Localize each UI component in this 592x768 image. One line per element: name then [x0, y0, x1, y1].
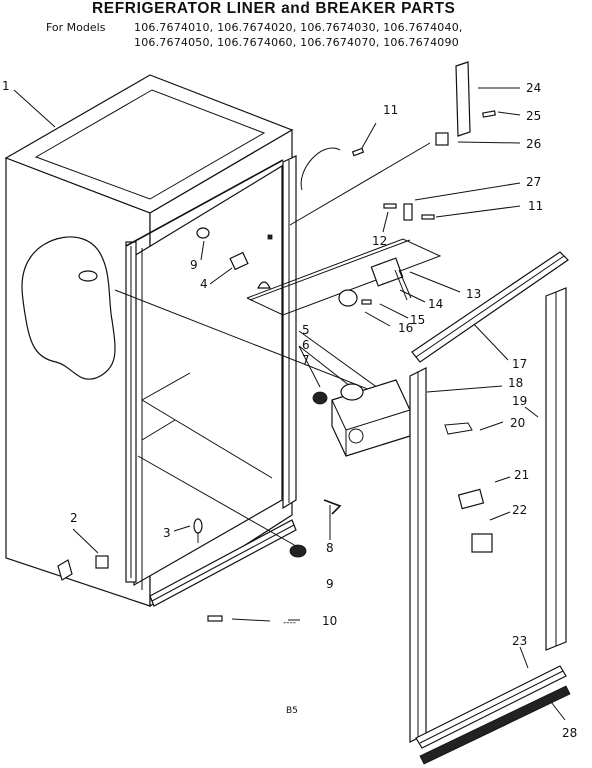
screw-25: [482, 110, 496, 118]
callout-3: 3: [163, 526, 171, 540]
models-label: For Models: [46, 21, 106, 34]
cabinet-foot: [57, 559, 73, 581]
screw-11: [421, 214, 435, 220]
models-list-line-1: 106.7674010, 106.7674020, 106.7674030, 1…: [134, 21, 463, 34]
callout-12: 12: [372, 234, 387, 248]
callout-5: 5: [302, 323, 310, 337]
callout-23: 23: [512, 634, 527, 648]
diagram-title: REFRIGERATOR LINER and BREAKER PARTS: [92, 0, 456, 17]
callout-6: 6: [302, 338, 310, 352]
cabinet-top-inner: [34, 89, 266, 200]
callout-11-side: 11: [528, 199, 543, 213]
callout-2: 2: [70, 511, 78, 525]
callout-21: 21: [514, 468, 529, 482]
switch-4: [229, 251, 249, 271]
callout-27: 27: [526, 175, 541, 189]
callout-20: 20: [510, 416, 525, 430]
breaker-strips: [409, 251, 571, 765]
callout-16: 16: [398, 321, 413, 335]
callout-15: 15: [410, 313, 425, 327]
callout-8: 8: [326, 541, 334, 555]
screw-12: [383, 203, 397, 209]
callout-19: 19: [512, 394, 527, 408]
callout-labels: 1 2 3 4 5 6 7 8 9 9 10 11 11 12 13 14 15…: [2, 79, 577, 740]
screw-10: [207, 615, 223, 622]
callout-22: 22: [512, 503, 527, 517]
wire-harness: [300, 147, 341, 191]
callout-10: 10: [322, 614, 337, 628]
models-list-line-2: 106.7674050, 106.7674060, 106.7674070, 1…: [134, 36, 459, 49]
clip-26: [435, 132, 449, 146]
callout-17: 17: [512, 357, 527, 371]
callout-4: 4: [200, 277, 208, 291]
part-22: [471, 533, 493, 553]
knob-9-bottom: [289, 544, 307, 558]
bottom-trim-28: [419, 685, 571, 765]
callout-24: 24: [526, 81, 541, 95]
callout-7: 7: [302, 353, 310, 367]
callout-25: 25: [526, 109, 541, 123]
screw-11-top: [351, 147, 365, 157]
small-parts: [95, 61, 496, 622]
dash-mark: ----: [283, 618, 296, 628]
callout-14: 14: [428, 297, 443, 311]
screw-15: [361, 299, 372, 305]
callout-18: 18: [508, 376, 523, 390]
bulb-6: [340, 383, 364, 401]
part-2: [95, 555, 109, 569]
bracket-27: [403, 203, 413, 221]
knob-9-top: [196, 227, 210, 239]
knob-16: [338, 289, 358, 307]
callout-11-top: 11: [383, 103, 398, 117]
callout-9-top: 9: [190, 258, 198, 272]
callout-26: 26: [526, 137, 541, 151]
clip-20: [444, 422, 473, 435]
callout-28: 28: [562, 726, 577, 740]
thermostat-14: [370, 257, 404, 287]
bracket-24: [455, 61, 471, 137]
leader-lines: [13, 87, 566, 721]
part-21: [457, 488, 485, 510]
part-3: [193, 518, 203, 534]
page-code: B5: [286, 706, 298, 716]
callout-9-bottom: 9: [326, 577, 334, 591]
socket-7: [312, 391, 328, 405]
callout-1: 1: [2, 79, 10, 93]
clip-8: [323, 499, 342, 515]
callout-13: 13: [466, 287, 481, 301]
cabinet-liner: [4, 74, 341, 608]
